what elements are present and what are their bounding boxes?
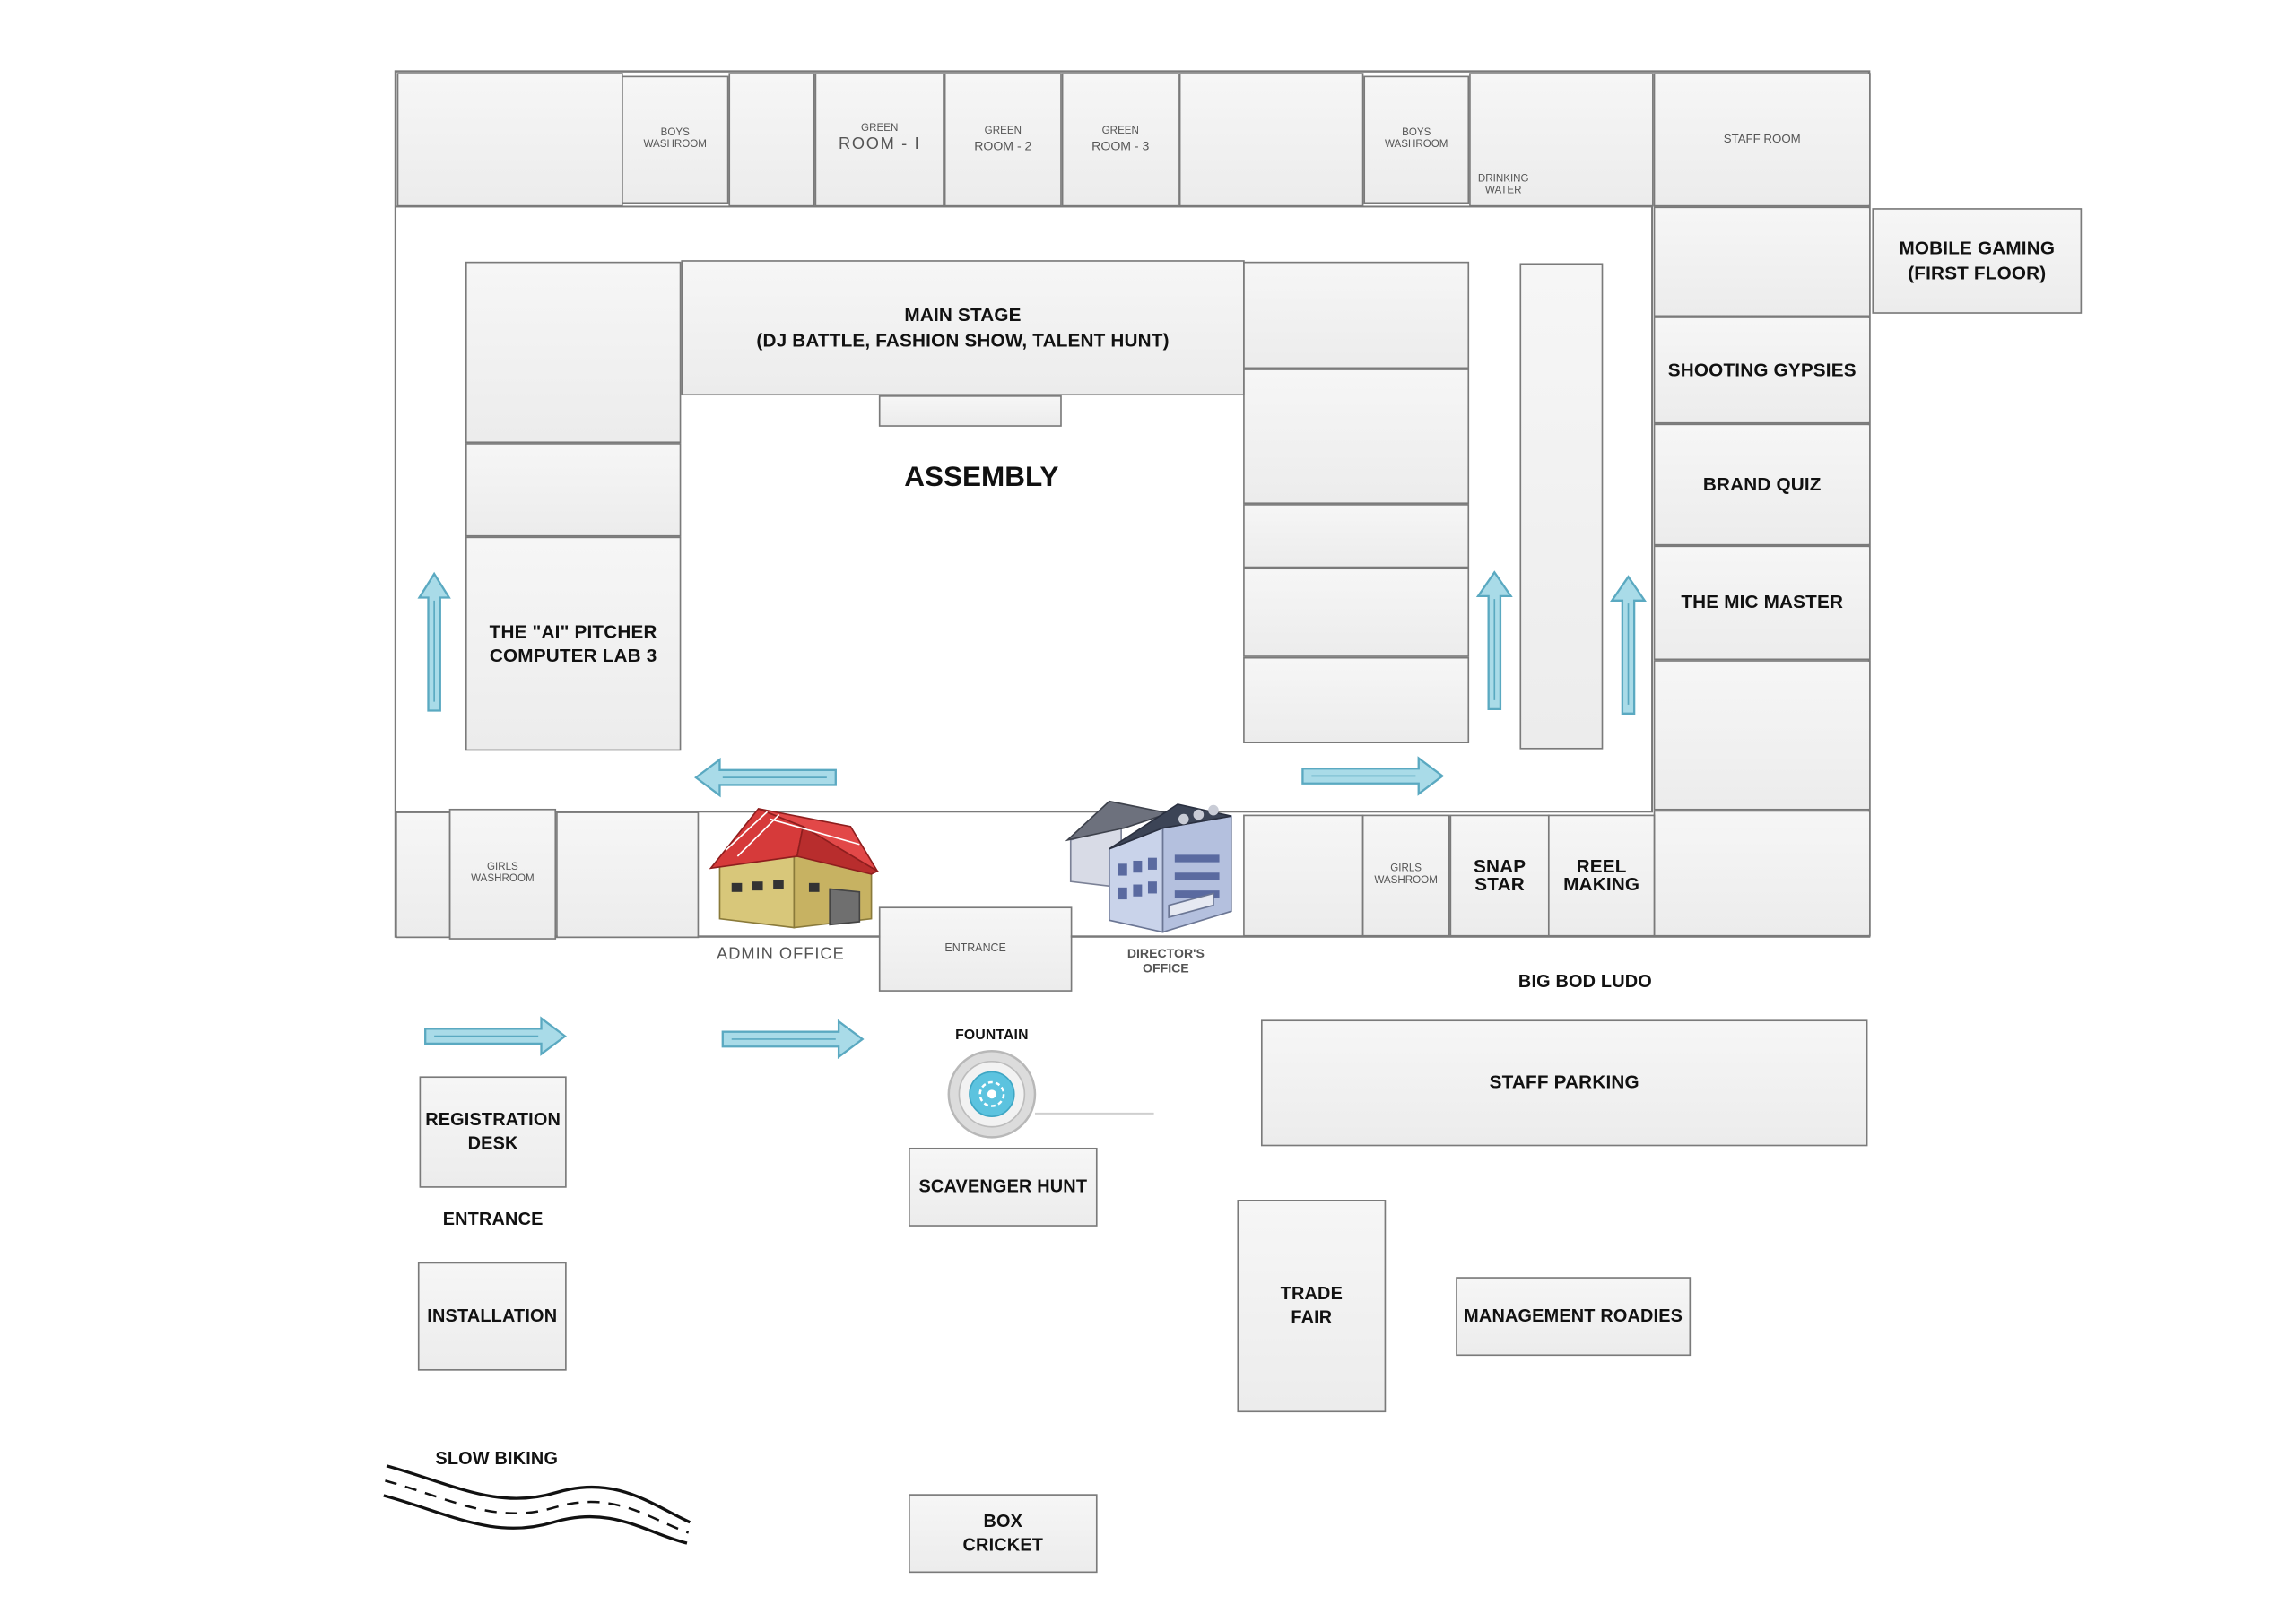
registration-desk: REGISTRATION DESK — [419, 1076, 567, 1188]
green-room-2: GREEN ROOM - 2 — [944, 73, 1062, 207]
corridor-column — [1519, 263, 1604, 750]
box-cricket: BOX CRICKET — [909, 1494, 1098, 1574]
shooting-gypsies: SHOOTING GYPSIES — [1653, 317, 1871, 424]
mobile-gaming: MOBILE GAMING (FIRST FLOOR) — [1872, 208, 2083, 314]
flow-arrow-icon — [1610, 575, 1647, 716]
center-right-room-5 — [1243, 656, 1470, 743]
girls-washroom-2: GIRLS WASHROOM — [1361, 814, 1450, 937]
green-room-1-label-top: GREEN — [861, 124, 899, 134]
ai-pitcher-label: THE "AI" PITCHER COMPUTER LAB 3 — [489, 620, 657, 666]
main-stage: MAIN STAGE (DJ BATTLE, FASHION SHOW, TAL… — [681, 260, 1245, 396]
green-room-3-label-top: GREEN — [1101, 126, 1139, 137]
ai-pitcher-lab: THE "AI" PITCHER COMPUTER LAB 3 — [465, 536, 682, 751]
trade-fair: TRADE FAIR — [1237, 1200, 1387, 1413]
staff-parking-label: STAFF PARKING — [1489, 1072, 1639, 1094]
mic-master: THE MIC MASTER — [1653, 545, 1871, 661]
flow-arrow-icon — [721, 1019, 865, 1060]
center-right-room-4 — [1243, 568, 1470, 657]
top-room-3 — [1178, 73, 1364, 207]
brand-quiz: BRAND QUIZ — [1653, 423, 1871, 546]
management-roadies: MANAGEMENT ROADIES — [1456, 1277, 1692, 1357]
green-room-1-label-bottom: ROOM - I — [839, 135, 921, 154]
flow-arrow-icon — [417, 571, 451, 712]
top-room-2 — [728, 73, 815, 207]
girls-washroom-2-label: GIRLS WASHROOM — [1374, 863, 1438, 887]
box-cricket-label: BOX CRICKET — [962, 1510, 1044, 1555]
directors-office-label: DIRECTOR'S OFFICE — [1126, 945, 1205, 976]
green-room-3: GREEN ROOM - 3 — [1061, 73, 1179, 207]
road-icon — [383, 1464, 691, 1545]
staff-room-label: STAFF ROOM — [1723, 133, 1801, 147]
green-room-1: GREEN ROOM - I — [814, 73, 944, 207]
stage-front — [878, 395, 1062, 427]
trade-fair-label: TRADE FAIR — [1280, 1282, 1344, 1327]
green-room-2-label-top: GREEN — [984, 126, 1022, 137]
fountain-label: FOUNTAIN — [955, 1027, 1029, 1044]
slow-biking-label: SLOW BIKING — [435, 1447, 559, 1470]
warehouse-building-icon — [709, 807, 879, 929]
right-wing-room-1 — [1653, 206, 1871, 317]
flow-arrow-icon — [1301, 756, 1445, 796]
left-block-room-1 — [465, 261, 682, 444]
scavenger-hunt: SCAVENGER HUNT — [909, 1147, 1098, 1227]
right-wing-room-5 — [1653, 660, 1871, 811]
girls-washroom-1-label: GIRLS WASHROOM — [471, 862, 535, 885]
shooting-gypsies-label: SHOOTING GYPSIES — [1667, 360, 1857, 381]
installation-label: INSTALLATION — [427, 1305, 558, 1326]
installation: INSTALLATION — [417, 1262, 567, 1371]
mobile-gaming-label: MOBILE GAMING (FIRST FLOOR) — [1899, 238, 2056, 283]
office-building-icon — [1065, 800, 1232, 933]
brand-quiz-label: BRAND QUIZ — [1702, 473, 1822, 495]
boys-washroom-2: BOYS WASHROOM — [1363, 75, 1470, 204]
flow-arrow-icon — [694, 757, 837, 798]
right-wing-room-6 — [1653, 810, 1871, 937]
main-entrance-label[interactable]: ENTRANCE — [442, 1208, 544, 1230]
staff-parking: STAFF PARKING — [1260, 1019, 1868, 1147]
left-block-room-2 — [465, 443, 682, 537]
entrance-gate[interactable]: ENTRANCE — [878, 906, 1073, 992]
center-right-room-3 — [1243, 504, 1470, 568]
assembly-label: ASSEMBLY — [904, 462, 1059, 494]
entrance-gate-label: ENTRANCE — [944, 941, 1006, 955]
big-bod-ludo-label: BIG BOD LUDO — [1518, 970, 1652, 992]
snap-star: SNAP STAR — [1449, 814, 1550, 937]
drinking-water-label: DRINKING WATER — [1477, 173, 1529, 196]
center-right-room-1 — [1243, 261, 1470, 369]
bottom-left-room-1 — [396, 811, 451, 939]
registration-desk-label: REGISTRATION DESK — [425, 1108, 561, 1153]
fountain-icon — [947, 1049, 1154, 1139]
main-stage-label: MAIN STAGE (DJ BATTLE, FASHION SHOW, TAL… — [756, 305, 1170, 351]
scavenger-hunt-label: SCAVENGER HUNT — [918, 1175, 1088, 1197]
green-room-3-label-bottom: ROOM - 3 — [1091, 138, 1150, 153]
flow-arrow-icon — [1475, 570, 1513, 711]
boys-washroom-1-label: BOYS WASHROOM — [643, 127, 707, 151]
management-roadies-label: MANAGEMENT ROADIES — [1464, 1305, 1683, 1326]
bottom-right-room-1 — [1243, 814, 1364, 937]
drinking-water-room — [1469, 73, 1654, 207]
reel-making: REEL MAKING — [1547, 814, 1656, 937]
snap-star-label: SNAP STAR — [1473, 855, 1526, 896]
girls-washroom-1: GIRLS WASHROOM — [448, 808, 557, 940]
mic-master-label: THE MIC MASTER — [1681, 592, 1844, 613]
boys-washroom-2-label: BOYS WASHROOM — [1384, 127, 1448, 151]
top-room-1 — [396, 73, 623, 207]
flow-arrow-icon — [424, 1016, 567, 1056]
reel-making-label: REEL MAKING — [1563, 855, 1640, 896]
admin-office-label: ADMIN OFFICE — [717, 945, 845, 964]
boys-washroom-1: BOYS WASHROOM — [622, 75, 729, 204]
green-room-2-label-bottom: ROOM - 2 — [974, 138, 1032, 153]
bottom-left-room-2 — [556, 811, 700, 939]
center-right-room-2 — [1243, 369, 1470, 505]
staff-room: STAFF ROOM — [1653, 73, 1871, 207]
